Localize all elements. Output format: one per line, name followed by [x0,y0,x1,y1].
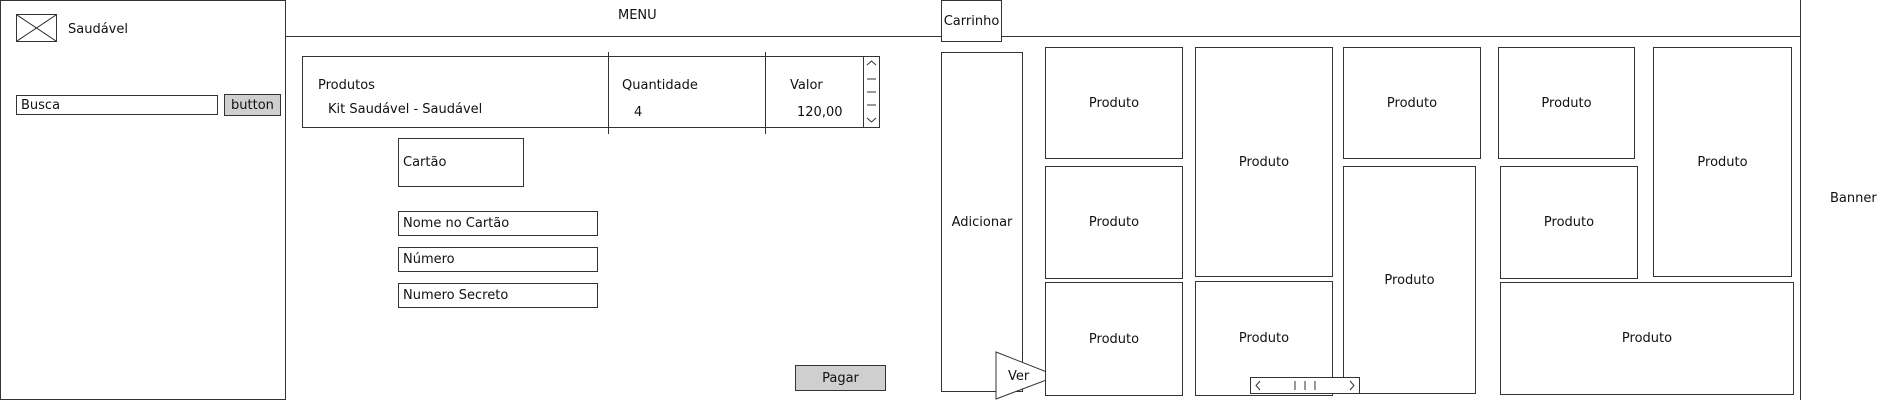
product-tile-label: Produto [1384,272,1435,288]
search-input[interactable]: Busca [16,95,218,115]
card-number-placeholder: Número [403,252,455,267]
product-tile-label: Produto [1697,154,1748,170]
table-vertical-scrollbar[interactable] [863,56,880,128]
card-box[interactable]: Cartão [398,138,524,187]
card-secret-placeholder: Numero Secreto [403,288,509,303]
logo-text: Saudável [68,22,128,37]
products-horizontal-scrollbar[interactable] [1250,377,1360,394]
ver-label: Ver [1008,369,1030,384]
scroll-right-icon [1349,380,1355,391]
search-button-label: button [231,97,274,113]
card-secret-field[interactable]: Numero Secreto [398,283,598,308]
logo-image-placeholder [16,14,57,42]
scroll-down-icon [866,117,877,123]
product-tile[interactable]: Produto [1195,47,1333,277]
search-input-value: Busca [21,97,61,113]
menu-label[interactable]: MENU [618,8,657,23]
table-cell-value: 120,00 [797,105,843,120]
add-button[interactable]: Adicionar [941,52,1023,392]
table-header-products: Produtos [318,78,375,93]
table-header-quantity: Quantidade [622,78,698,93]
product-tile-label: Produto [1621,331,1673,346]
product-tile[interactable]: Produto [1500,282,1794,395]
sidebar [0,0,286,400]
ver-button[interactable]: Ver [995,351,1059,400]
product-tile-label: Produto [1543,215,1595,230]
image-placeholder-icon [17,15,56,41]
product-tile[interactable]: Produto [1500,166,1638,279]
product-tile-label: Produto [1088,95,1140,111]
product-tile-label: Produto [1238,331,1290,346]
cart-table [302,56,880,128]
table-column-divider [765,52,766,134]
product-tile[interactable]: Produto [1045,47,1183,159]
scroll-up-icon [866,60,877,66]
add-button-label: Adicionar [951,214,1013,230]
header-bottom-border [286,36,1800,37]
search-button[interactable]: button [224,94,281,116]
card-name-placeholder: Nome no Cartão [403,216,510,231]
pay-button-label: Pagar [822,370,859,386]
pay-button[interactable]: Pagar [795,365,886,391]
card-box-label: Cartão [403,155,447,170]
card-name-field[interactable]: Nome no Cartão [398,211,598,236]
banner-label: Banner [1830,191,1877,206]
table-cell-quantity: 4 [634,105,643,120]
play-triangle-icon [995,351,1059,400]
panel-divider [1800,0,1801,400]
cart-tab-label: Carrinho [943,13,1000,29]
table-column-divider [608,52,609,134]
product-tile[interactable]: Produto [1343,47,1481,159]
product-tile-label: Produto [1238,154,1290,170]
cart-tab[interactable]: Carrinho [941,0,1002,42]
product-tile-label: Produto [1386,95,1438,111]
product-tile[interactable]: Produto [1498,47,1635,159]
product-tile-label: Produto [1088,215,1140,230]
product-tile-label: Produto [1088,331,1140,347]
product-tile[interactable]: Produto [1653,47,1792,277]
product-tile[interactable]: Produto [1343,166,1476,394]
product-tile[interactable]: Produto [1045,282,1183,396]
table-cell-product: Kit Saudável - Saudável [328,102,483,117]
product-tile[interactable]: Produto [1045,166,1183,279]
scroll-left-icon [1255,380,1261,391]
product-tile[interactable]: Produto [1195,281,1333,396]
table-header-value: Valor [790,78,823,93]
product-tile-label: Produto [1541,95,1592,111]
card-number-field[interactable]: Número [398,247,598,272]
